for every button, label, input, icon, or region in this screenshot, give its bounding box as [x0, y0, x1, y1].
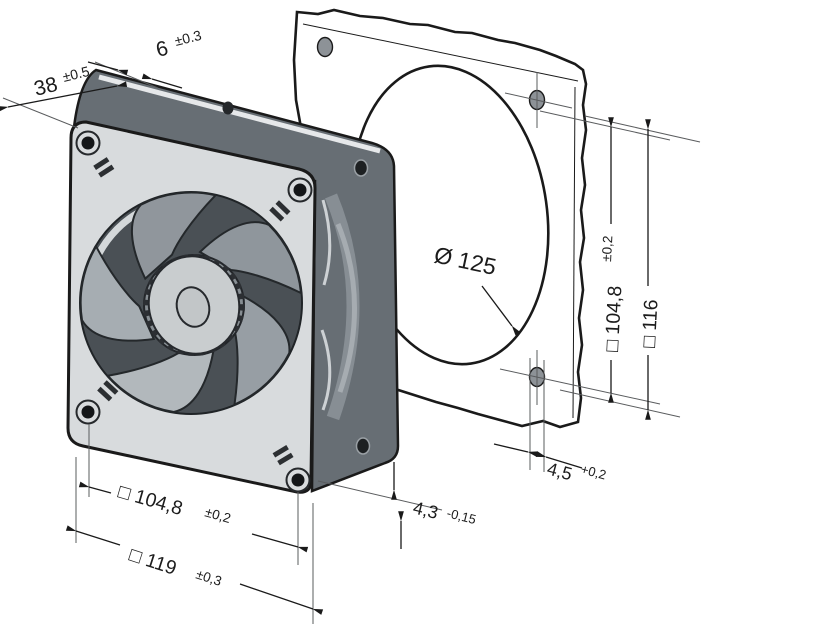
- gasket-illustration: [292, 8, 588, 429]
- dim-depth-tol: ±0.5: [61, 63, 91, 85]
- dim-plate: □ 116: [638, 119, 663, 420]
- dim-frame-tol: ±0,3: [194, 567, 224, 589]
- dim-flange-value: 6: [154, 37, 171, 62]
- dim-thickness: 4,3 -0,15: [391, 462, 478, 549]
- dim-hole-dia-tol: +0,2: [579, 461, 608, 482]
- dim-frame-value: □ 119: [126, 544, 179, 580]
- dim-spacing-right-value: □ 104,8: [601, 285, 626, 352]
- dim-spacing-bottom: □ 104,8 ±0,2: [78, 481, 309, 553]
- dim-depth: 38 ±0.5: [0, 63, 128, 112]
- dim-hole-dia-value: 4,5: [545, 459, 574, 485]
- dim-hole-dia: 4,5 +0,2: [493, 443, 608, 485]
- fan-mounting-holes: [75, 130, 313, 493]
- dim-thickness-tol: -0,15: [445, 505, 477, 527]
- dim-spacing-right: □ 104,8 ±0,2: [599, 117, 626, 403]
- fan-illustration: [53, 68, 400, 494]
- dim-spacing-right-tol: ±0,2: [599, 235, 615, 262]
- dim-flange-tol: ±0.3: [173, 27, 203, 49]
- fan-corner-brackets: [75, 130, 313, 493]
- dim-flange: 6 ±0.3: [87, 27, 203, 89]
- dim-spacing-bottom-value: □ 104,8: [116, 481, 186, 520]
- fan-hub: [143, 254, 245, 356]
- dim-plate-value: □ 116: [638, 299, 662, 348]
- dim-spacing-bottom-tol: ±0,2: [203, 504, 232, 526]
- dim-depth-value: 38: [32, 73, 60, 101]
- dim-thickness-value: 4,3: [411, 497, 440, 522]
- dim-frame: □ 119 ±0,3: [65, 525, 324, 615]
